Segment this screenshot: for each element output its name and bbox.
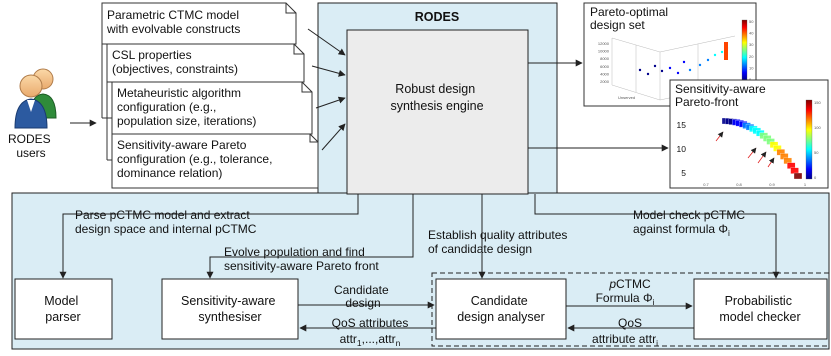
doc-2 <box>106 43 305 83</box>
flow-attribute: attribute attri <box>592 332 658 348</box>
step-establish: Establish quality attributes of candidat… <box>428 228 571 256</box>
engine-label: Robust design synthesis engine <box>390 82 483 113</box>
doc1-text: Parametric CTMC model with evolvable con… <box>106 8 242 36</box>
colorbar-tick-label: 40 <box>749 31 754 36</box>
scatter-point <box>682 60 686 64</box>
pareto-front-colorbar <box>805 99 813 180</box>
synthesiser-box <box>161 278 299 340</box>
axis-tick-label: 6000 <box>600 64 610 69</box>
model-parser-label: Model parser <box>44 294 82 324</box>
colorbar-tick-label: 0 <box>814 175 817 180</box>
scatter-point <box>676 71 680 75</box>
colorbar-tick-label: 20 <box>749 54 754 59</box>
colorbar-tick-label: 30 <box>749 42 754 47</box>
scatter-point <box>660 69 664 73</box>
flow-qos-attributes: QoS attributes <box>332 316 409 330</box>
step-parse: Parse pCTMC model and extract design spa… <box>75 208 257 236</box>
doc-1 <box>101 2 297 45</box>
scatter-point <box>713 53 717 57</box>
flow-formula: Formula Φi <box>596 291 655 307</box>
x-tick-label: 0.9 <box>769 182 775 187</box>
analyser-label: Candidate design analyser <box>457 294 545 324</box>
pareto-front-points <box>721 117 803 180</box>
colorbar-tick-label: 50 <box>814 150 819 155</box>
step-check: Model check pCTMC against formula Φi <box>633 208 748 238</box>
doc3-text: Metaheuristic algorithm configuration (e… <box>117 86 256 128</box>
doc2-text: CSL properties (objectives, constraints) <box>112 48 238 76</box>
scatter-point <box>706 58 710 62</box>
step-connectors <box>59 194 780 279</box>
x-tick-label: 1 <box>804 182 807 187</box>
scatter-point <box>638 68 642 72</box>
axis-tick-label: 4000 <box>600 71 610 76</box>
analyser-box <box>435 278 567 340</box>
x-tick-label: 0.8 <box>736 182 742 187</box>
colorbar-tick-label: 10 <box>749 65 754 70</box>
scatter-point <box>688 68 692 72</box>
scatter-point <box>646 72 650 76</box>
checker-label: Probabilistic model checker <box>719 294 800 324</box>
colorbar-tick-label: 50 <box>749 19 754 24</box>
pareto-set-points <box>638 42 729 76</box>
engine-box <box>346 29 529 195</box>
users-icon <box>14 68 57 129</box>
doc-3 <box>111 81 313 135</box>
pareto-set-colorbar <box>741 19 748 81</box>
scatter-point <box>720 50 724 54</box>
front-point <box>793 172 803 180</box>
axis-tick-label: 10000 <box>598 49 610 54</box>
rodes-title: RODES <box>415 10 459 24</box>
y-tick-label: 5 <box>681 168 686 178</box>
axis-tick-label: 2000 <box>600 79 610 84</box>
pareto-set-axis-ticks: 12000 10000 8000 6000 4000 2000 <box>598 41 610 84</box>
users-label: RODES users <box>8 132 54 160</box>
pareto-front-ticks: 15 10 5 0.7 0.8 0.9 1 <box>677 120 807 187</box>
scatter-bar <box>724 42 728 60</box>
doc4-text: Sensitivity-aware Pareto configuration (… <box>117 138 276 180</box>
axis-tick-label: 12000 <box>598 41 610 46</box>
component-flows <box>298 301 694 332</box>
scatter-point <box>668 66 672 70</box>
input-arrows <box>307 28 346 151</box>
pareto-front-title: Sensitivity-aware Pareto-front <box>675 82 769 109</box>
flow-pctmc: pCTMC <box>608 277 651 291</box>
pareto-set-axis-label: Unserved <box>618 95 635 100</box>
y-tick-label: 10 <box>677 144 687 154</box>
scatter-point <box>698 63 702 67</box>
front-point <box>790 167 799 174</box>
x-tick-label: 0.7 <box>703 182 709 187</box>
flow-candidate: Candidate design <box>334 283 392 310</box>
step-evolve: Evolve population and find sensitivity-a… <box>224 245 379 273</box>
colorbar-tick-label: 150 <box>814 100 821 105</box>
flow-attr-list: attr1,...,attrn <box>340 332 401 348</box>
axis-tick-label: 8000 <box>600 56 610 61</box>
synthesiser-label: Sensitivity-aware synthesiser <box>181 294 279 324</box>
y-tick-label: 15 <box>677 120 687 130</box>
checker-box <box>693 278 828 340</box>
analysis-group <box>431 272 830 347</box>
colorbar-tick-label: 100 <box>814 125 821 130</box>
doc-4 <box>111 133 319 189</box>
pareto-set-title: Pareto-optimal design set <box>590 5 671 32</box>
pareto-front-colorbar-ticks: 150 100 50 0 <box>814 100 821 180</box>
input-documents <box>101 2 319 189</box>
flow-qos: QoS <box>618 316 642 330</box>
model-parser-box <box>14 278 113 340</box>
pareto-front-annotations <box>715 131 775 168</box>
scatter-point <box>653 64 657 68</box>
